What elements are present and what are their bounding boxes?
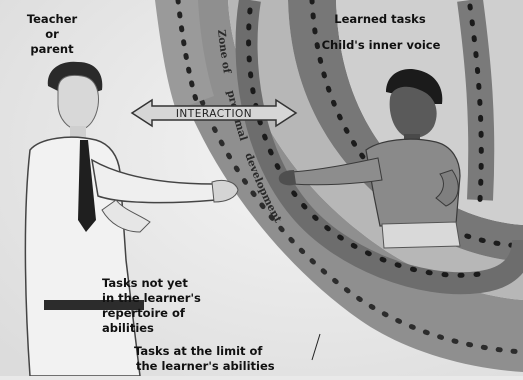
tasks-at-limit-label: Tasks at the limit of the learner's abil…: [134, 344, 275, 374]
not-yet-line-3: repertoire of: [102, 306, 201, 321]
limit-line-1: Tasks at the limit of: [134, 344, 275, 359]
parent-word: parent: [20, 42, 84, 57]
tasks-not-yet-label: Tasks not yet in the learner's repertoir…: [102, 276, 201, 336]
learned-tasks-label: Learned tasks: [300, 12, 460, 27]
not-yet-line-1: Tasks not yet: [102, 276, 201, 291]
interaction-label: INTERACTION: [176, 108, 252, 120]
inner-voice-label: Child's inner voice: [296, 38, 466, 53]
or-word: or: [20, 27, 84, 42]
limit-line-2: the learner's abilities: [136, 359, 275, 374]
teacher-label: Teacher or parent: [20, 12, 84, 57]
not-yet-line-4: abilities: [102, 321, 201, 336]
not-yet-line-2: in the learner's: [102, 291, 201, 306]
teacher-word: Teacher: [20, 12, 84, 27]
